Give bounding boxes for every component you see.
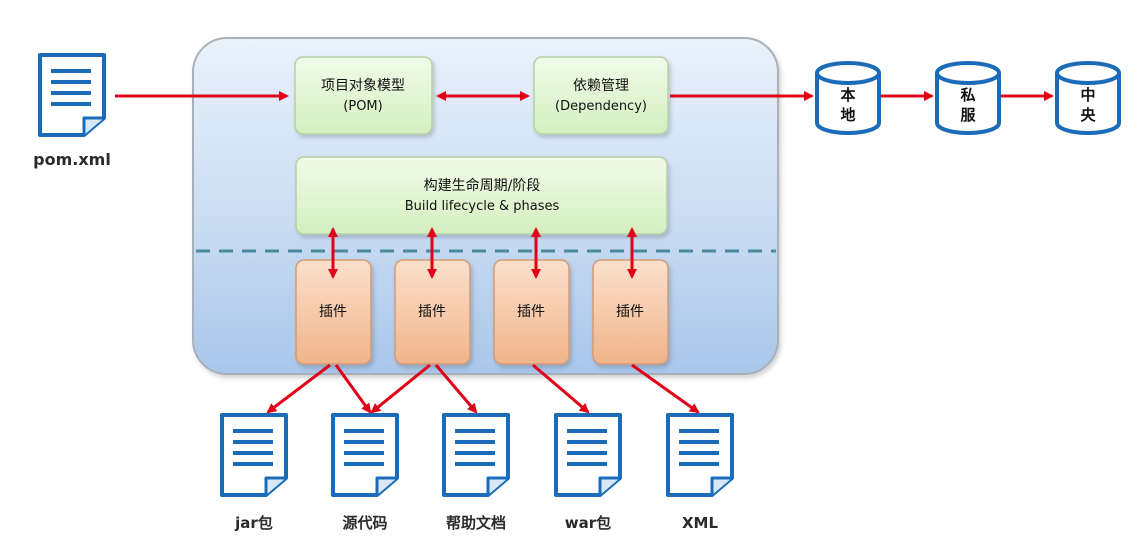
lifecycle-box-subtitle: Build lifecycle & phases: [405, 199, 560, 214]
plugin-box: 插件: [592, 259, 669, 365]
pom-xml-doc: pom.xml: [33, 53, 111, 169]
document-icon: [38, 53, 106, 137]
document-icon: [331, 413, 399, 497]
pom-box-subtitle: (POM): [343, 99, 382, 114]
document-icon: [554, 413, 622, 497]
arrows: [115, 91, 1054, 414]
arrow-plugin2-to-help: [434, 364, 478, 414]
document-icon: [220, 413, 288, 497]
arrow-plugin1-to-jar: [266, 363, 331, 414]
output-label: war包: [565, 514, 611, 532]
plugin-label: 插件: [616, 304, 644, 320]
repository-private-label-1: 私: [959, 86, 975, 104]
repository-private-label-2: 服: [960, 106, 976, 124]
dependency-box-subtitle: (Dependency): [555, 99, 647, 114]
pom-box-title: 项目对象模型: [321, 78, 405, 94]
pom-box: 项目对象模型 (POM): [294, 56, 433, 135]
lifecycle-box-title: 构建生命周期/阶段: [424, 177, 541, 194]
arrow-plugin3-to-war: [532, 363, 590, 414]
output-doc-xml: XML: [666, 413, 734, 532]
output-label: 帮助文档: [446, 514, 506, 532]
plugin-label: 插件: [319, 304, 347, 320]
plugin-label: 插件: [517, 304, 545, 320]
repository-central-label-1: 中: [1080, 86, 1095, 104]
document-icon: [442, 413, 510, 497]
repository-central-label-2: 央: [1080, 106, 1096, 124]
repository-local: 本 地: [815, 61, 881, 135]
output-doc-help: 帮助文档: [442, 413, 510, 532]
output-doc-source: 源代码: [331, 413, 399, 532]
plugin-label: 插件: [418, 304, 446, 320]
output-doc-war: war包: [554, 413, 622, 532]
dependency-box: 依赖管理 (Dependency): [533, 56, 669, 135]
output-label: 源代码: [342, 514, 387, 532]
plugin-box: 插件: [493, 259, 570, 365]
arrow-plugin2-to-source: [370, 363, 431, 414]
repository-central: 中 央: [1055, 61, 1121, 135]
arrow-plugin1-to-source: [334, 364, 372, 414]
pom-xml-label: pom.xml: [33, 150, 111, 169]
repository-local-label-2: 地: [840, 106, 855, 124]
repository-local-label-1: 本: [840, 86, 855, 104]
lifecycle-box: 构建生命周期/阶段 Build lifecycle & phases: [295, 156, 668, 235]
dependency-box-title: 依赖管理: [573, 78, 629, 94]
document-icon: [666, 413, 734, 497]
arrow-plugin4-to-xml: [631, 363, 700, 414]
repository-private: 私 服: [935, 61, 1001, 135]
output-label: XML: [682, 514, 718, 532]
output-doc-jar: jar包: [220, 413, 288, 532]
output-label: jar包: [234, 514, 273, 532]
